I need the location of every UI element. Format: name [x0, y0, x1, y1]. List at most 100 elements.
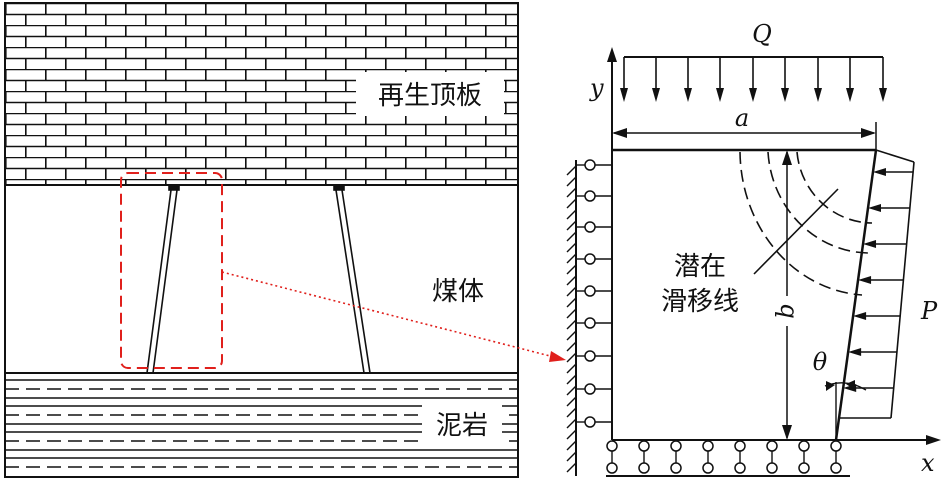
wall-hatch-line: [566, 363, 577, 374]
x-axis-arrowhead: [926, 435, 941, 445]
pressure-arrowhead: [868, 204, 881, 212]
roller: [798, 462, 810, 474]
height-label: b: [772, 303, 800, 318]
coal-label: 煤体: [432, 277, 484, 307]
angle-label: θ: [813, 348, 828, 376]
load-arrowhead: [846, 88, 854, 102]
roller: [584, 383, 596, 395]
slip-leader-line: [753, 188, 839, 275]
wall-hatch-line: [566, 209, 577, 220]
roller: [584, 159, 596, 171]
load-arrowhead: [652, 88, 660, 102]
wall-hatch-line: [566, 253, 577, 264]
load-arrowhead: [716, 88, 724, 102]
roller: [766, 440, 778, 452]
wall-hatch-line: [566, 220, 577, 231]
width-dimension: [612, 122, 877, 150]
load-arrowhead: [620, 88, 628, 102]
load-arrowhead: [684, 88, 692, 102]
roller: [606, 462, 618, 474]
slip-lines: [739, 151, 873, 296]
load-arrowhead: [781, 88, 789, 102]
zoom-arrowhead: [549, 351, 566, 362]
highlight-box: [120, 172, 223, 369]
wall-hatch-line: [566, 385, 577, 396]
roller: [584, 416, 596, 428]
height-label-bg: [774, 296, 800, 326]
pressure-envelope: [875, 149, 915, 163]
wall-hatch-line: [566, 352, 577, 363]
pressure-arrowhead: [863, 240, 877, 248]
wall-hatch-line: [566, 374, 577, 385]
roof-label-bg: [356, 72, 504, 116]
zoom-connector: [221, 271, 566, 362]
slip-label-line1: 潜在: [674, 252, 726, 282]
floor-label-bg: [422, 402, 502, 446]
wall-hatch-line: [566, 242, 577, 253]
wall-hatch-line: [566, 418, 577, 429]
pressure-arrowhead: [848, 348, 862, 356]
wall-hatch-line: [566, 451, 577, 462]
roof-label: 再生顶板: [378, 81, 482, 111]
pressure-arrowhead: [872, 168, 886, 176]
roller: [702, 462, 714, 474]
wall-hatch-line: [566, 330, 577, 341]
roller: [584, 253, 596, 265]
wall-hatch-line: [566, 198, 577, 209]
roller: [638, 462, 650, 474]
height-dimension: [782, 150, 792, 440]
floor-label: 泥岩: [436, 411, 488, 441]
wall-hatch-line: [566, 176, 577, 187]
y-axis-arrowhead: [607, 47, 617, 62]
roller: [798, 440, 810, 452]
pressure-label: P: [920, 297, 938, 325]
support-frame: [146, 184, 371, 374]
right-panel: y x Q a b: [566, 20, 941, 477]
left-support: [566, 159, 612, 476]
load-arrowhead: [749, 88, 757, 102]
roller: [638, 440, 650, 452]
wall-hatch-line: [566, 407, 577, 418]
left-wall-hatching: [566, 165, 577, 473]
wall-hatch-line: [566, 264, 577, 275]
load-label: Q: [752, 20, 772, 48]
roller: [584, 350, 596, 362]
wall-hatch-line: [566, 308, 577, 319]
wall-hatch-line: [566, 462, 577, 473]
pressure-arrowhead: [858, 276, 872, 284]
angle-marker: [824, 380, 867, 440]
wall-hatch-line: [566, 429, 577, 440]
pressure-arrowhead: [853, 312, 867, 320]
roller: [584, 285, 596, 297]
lateral-pressure-p: [838, 149, 915, 419]
wall-hatch-line: [566, 165, 577, 176]
left-leg: [146, 189, 178, 374]
roller: [670, 462, 682, 474]
right-leg: [335, 189, 371, 374]
roller: [584, 221, 596, 233]
roller: [734, 440, 746, 452]
bottom-rollers: [606, 440, 842, 474]
roller: [766, 462, 778, 474]
load-arrowhead: [814, 88, 822, 102]
wall-hatch-line: [566, 319, 577, 330]
roller: [830, 440, 842, 452]
slip-label-bg: [653, 248, 747, 318]
wall-hatch-line: [566, 341, 577, 352]
left-panel: 再生顶板 煤体 泥岩: [4, 2, 519, 478]
roller: [702, 440, 714, 452]
slip-label-line2: 滑移线: [661, 287, 739, 317]
distributed-load-q: [620, 56, 887, 102]
width-label: a: [735, 104, 749, 132]
roller: [584, 190, 596, 202]
x-axis-label: x: [921, 449, 935, 477]
wall-hatch-line: [566, 297, 577, 308]
pressure-arrows: [843, 168, 914, 392]
roller: [734, 462, 746, 474]
wall-hatch-line: [566, 187, 577, 198]
load-arrowhead: [879, 88, 887, 102]
y-axis-label: y: [589, 74, 604, 102]
wall-hatch-line: [566, 286, 577, 297]
wall-hatch-line: [566, 440, 577, 451]
